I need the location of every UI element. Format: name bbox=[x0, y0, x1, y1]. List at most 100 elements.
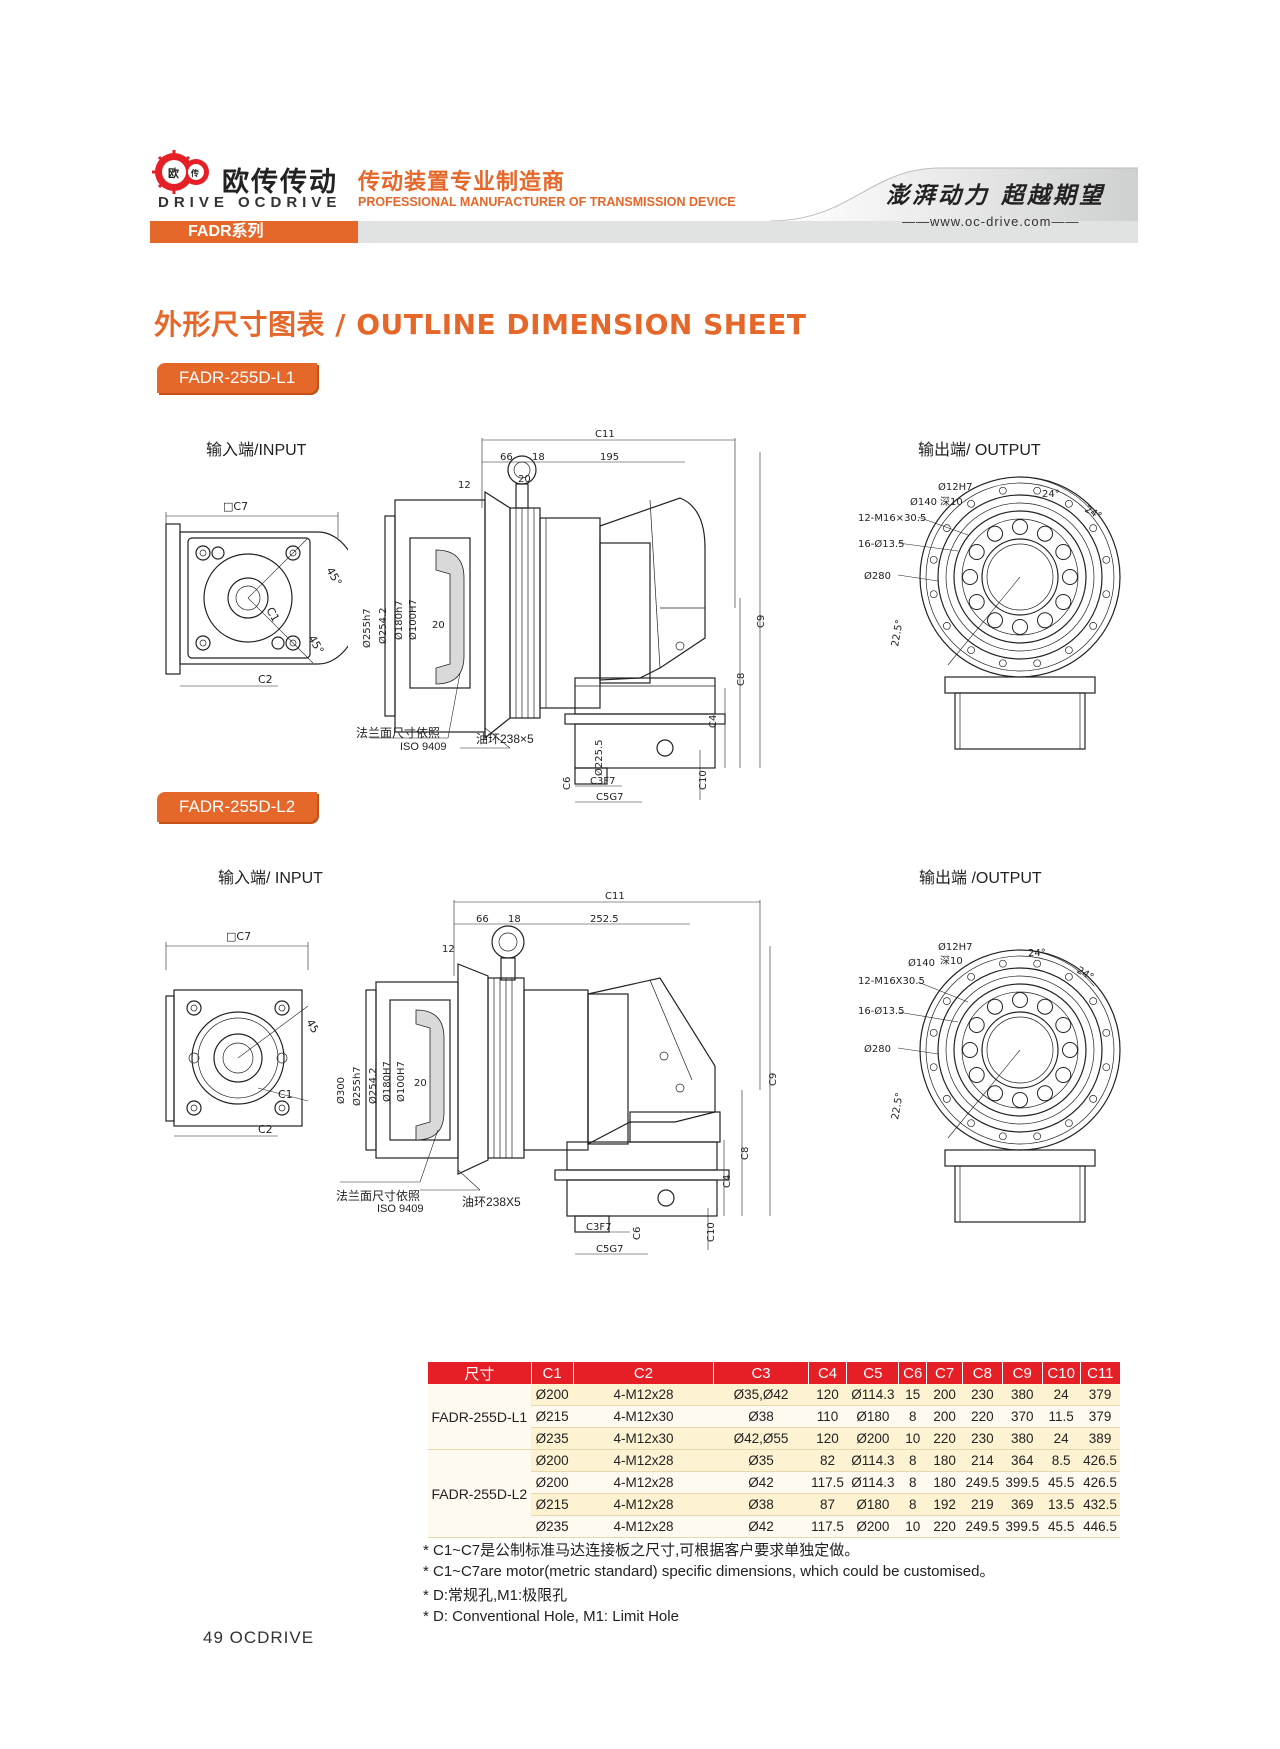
model-tag-l1: FADR-255D-L1 bbox=[157, 363, 318, 393]
svg-text:C6: C6 bbox=[562, 777, 573, 790]
mount-hole bbox=[998, 486, 1007, 495]
table-cell: 370 bbox=[1002, 1405, 1043, 1428]
svg-text:C10: C10 bbox=[706, 1222, 717, 1242]
table-cell: 220 bbox=[926, 1515, 963, 1538]
bolt-hole bbox=[968, 1067, 985, 1083]
svg-text:Ø254.2: Ø254.2 bbox=[367, 1068, 379, 1105]
bolt-hole bbox=[1055, 1067, 1072, 1083]
svg-text:C6: C6 bbox=[632, 1227, 643, 1240]
svg-text:C11: C11 bbox=[605, 891, 625, 902]
table-cell: Ø38 bbox=[713, 1493, 809, 1516]
bolt-hole bbox=[1062, 1042, 1078, 1058]
svg-text:C4: C4 bbox=[722, 1175, 733, 1188]
svg-text:Ø140: Ø140 bbox=[910, 496, 937, 508]
website-link[interactable]: ——www.oc-drive.com—— bbox=[902, 214, 1080, 229]
mount-hole bbox=[942, 524, 951, 532]
svg-text:C1: C1 bbox=[278, 1088, 293, 1101]
mount-hole bbox=[929, 590, 938, 599]
table-cell: 426.5 bbox=[1080, 1471, 1120, 1494]
svg-text:C9: C9 bbox=[768, 1073, 779, 1086]
oring-note-l1: 油环238×5 bbox=[476, 732, 534, 746]
mount-hole bbox=[1089, 524, 1098, 532]
input-label-l1: 输入端/INPUT bbox=[206, 442, 307, 459]
table-cell: 379 bbox=[1080, 1405, 1120, 1428]
svg-text:20: 20 bbox=[518, 474, 531, 485]
col-header: C11 bbox=[1079, 1362, 1120, 1384]
l2-input-view: □C7 45° C1 C2 bbox=[165, 930, 318, 1137]
table-cell: 117.5 bbox=[808, 1471, 847, 1494]
svg-text:Ø255h7: Ø255h7 bbox=[351, 1066, 363, 1106]
table-cell: Ø200 bbox=[531, 1471, 574, 1494]
table-cell: Ø215 bbox=[531, 1405, 574, 1428]
bolt-hole bbox=[1037, 1085, 1053, 1102]
table-cell: 180 bbox=[926, 1471, 963, 1494]
page-footer: 49 OCDRIVE bbox=[203, 1628, 315, 1647]
bolt-hole bbox=[1012, 619, 1028, 635]
col-header: C4 bbox=[807, 1362, 847, 1384]
bolt-hole bbox=[1012, 992, 1028, 1008]
table-cell: 200 bbox=[926, 1405, 963, 1428]
svg-text:20: 20 bbox=[414, 1078, 427, 1089]
mount-hole bbox=[998, 959, 1007, 968]
table-cell: 4-M12x28 bbox=[573, 1515, 714, 1538]
svg-text:24°: 24° bbox=[1042, 489, 1060, 500]
table-cell: 82 bbox=[808, 1449, 847, 1472]
col-header: C1 bbox=[530, 1362, 574, 1384]
mount-hole bbox=[1033, 1132, 1042, 1141]
series-tab: FADR系列 bbox=[150, 221, 358, 243]
mount-hole bbox=[1033, 486, 1042, 495]
table-cell: 230 bbox=[962, 1427, 1003, 1450]
table-cell: Ø235 bbox=[531, 1427, 574, 1450]
svg-text:Ø280: Ø280 bbox=[864, 1043, 891, 1055]
table-cell: Ø200 bbox=[531, 1449, 574, 1472]
bolt-hole bbox=[968, 594, 985, 610]
table-cell: Ø180 bbox=[846, 1405, 899, 1428]
bolt-hole bbox=[1055, 544, 1072, 560]
svg-text:Ø12H7: Ø12H7 bbox=[938, 481, 972, 493]
svg-text:C5G7: C5G7 bbox=[596, 1244, 623, 1255]
mount-hole bbox=[967, 646, 975, 655]
bolt-hole bbox=[1062, 569, 1078, 585]
flange-note-l1: 法兰面尺寸依照 bbox=[356, 726, 441, 740]
svg-text:C10: C10 bbox=[698, 770, 709, 790]
bolt-hole bbox=[1012, 1092, 1028, 1108]
bolt-hole bbox=[968, 1017, 985, 1033]
mount-hole bbox=[1102, 555, 1111, 564]
table-cell: 117.5 bbox=[808, 1515, 847, 1538]
mount-hole bbox=[1033, 659, 1042, 668]
table-cell: 45.5 bbox=[1042, 1515, 1081, 1538]
table-cell: 369 bbox=[1002, 1493, 1043, 1516]
table-cell: Ø35,Ø42 bbox=[713, 1384, 809, 1406]
mount-hole bbox=[929, 1063, 938, 1072]
table-cell: 380 bbox=[1002, 1384, 1043, 1406]
table-cell: Ø35 bbox=[713, 1449, 809, 1472]
svg-text:66: 66 bbox=[476, 914, 489, 925]
table-cell: 120 bbox=[808, 1384, 847, 1406]
col-header: C9 bbox=[1001, 1362, 1043, 1384]
bolt-hole bbox=[1037, 525, 1053, 542]
mount-hole bbox=[929, 555, 938, 564]
l1-input-view: □C7 45° 45° C1 C2 bbox=[165, 500, 348, 687]
table-cell: 24 bbox=[1042, 1427, 1081, 1450]
svg-text:22.5°: 22.5° bbox=[890, 1092, 906, 1121]
mount-hole bbox=[998, 1132, 1007, 1141]
svg-text:252.5: 252.5 bbox=[590, 914, 619, 925]
svg-text:Ø100H7: Ø100H7 bbox=[407, 599, 419, 640]
table-cell: 8.5 bbox=[1042, 1449, 1081, 1472]
l2-side-view: C11 66 18 252.5 12 20 Ø300 Ø255h7 Ø254.2… bbox=[335, 891, 779, 1255]
svg-text:深10: 深10 bbox=[940, 496, 963, 508]
l1-side-view: C11 66 18 195 12 20 20 Ø255h7 Ø254.2 Ø18… bbox=[361, 429, 767, 803]
table-cell: 220 bbox=[962, 1405, 1003, 1428]
table-cell: 432.5 bbox=[1080, 1493, 1120, 1516]
bolt-hole bbox=[987, 612, 1003, 629]
mount-hole bbox=[967, 972, 975, 981]
table-cell: 214 bbox=[962, 1449, 1003, 1472]
svg-text:Ø140: Ø140 bbox=[908, 957, 935, 969]
footnote: * C1~C7是公制标准马达连接板之尺寸,可根据客户要求单独定做。 bbox=[423, 1542, 860, 1559]
svg-text:24°: 24° bbox=[1083, 504, 1104, 522]
svg-text:Ø180H7: Ø180H7 bbox=[381, 1061, 393, 1102]
svg-text:欧: 欧 bbox=[168, 166, 179, 180]
